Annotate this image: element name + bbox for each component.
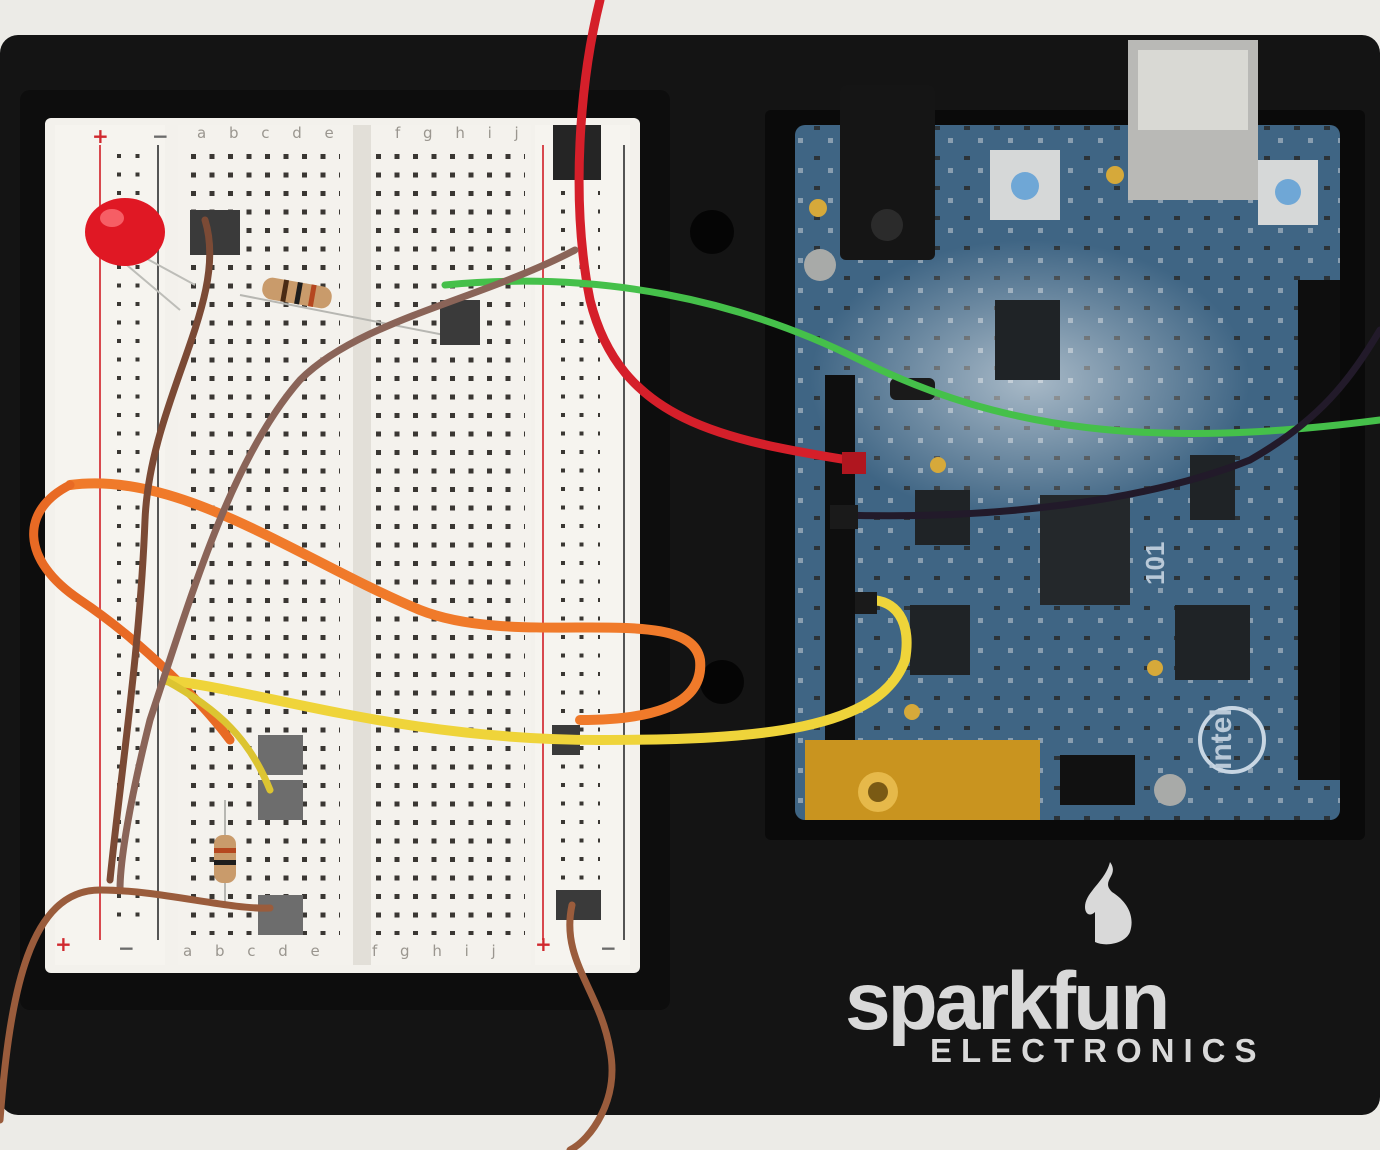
column-letters-top-right: f g h i j — [395, 124, 528, 142]
green-wire — [441, 277, 1380, 437]
brown-wire-4 — [566, 901, 616, 1150]
brown-wire-3 — [0, 886, 274, 1124]
rail-plus-bottom-right: + — [535, 932, 552, 956]
jumper-header — [440, 300, 480, 345]
brown-wire-2 — [116, 246, 579, 894]
rail-minus-bottom-left: − — [118, 936, 135, 960]
resistor-2 — [214, 800, 236, 905]
black-wire — [836, 326, 1380, 520]
rail-plus-top-left: + — [92, 124, 109, 148]
rail-minus-bottom-right: − — [600, 936, 617, 960]
board-model-text: 101 — [1140, 541, 1170, 585]
jumper-header — [190, 210, 240, 255]
brown-wire-1 — [106, 216, 214, 884]
jumper-header — [258, 735, 303, 775]
intel-logo-text: intel — [1205, 708, 1238, 770]
intel-101-board — [765, 40, 1365, 840]
column-letters-bottom-left: a b c d e — [183, 942, 329, 960]
column-letters-bottom-right: f g h i j — [372, 942, 505, 960]
jumper-header — [556, 890, 601, 920]
column-letters-top-left: a b c d e — [197, 124, 343, 142]
resistor-1 — [239, 277, 471, 341]
sparkfun-brand-tagline: ELECTRONICS — [930, 1032, 1266, 1069]
red-led — [85, 198, 196, 311]
yellow-wire — [160, 595, 912, 746]
red-wire — [574, 0, 865, 467]
jumper-header — [258, 895, 303, 935]
rail-minus-top-left: − — [152, 124, 169, 148]
sparkfun-flame-icon — [1085, 862, 1132, 945]
sparkfun-brand-name: sparkfun — [845, 956, 1170, 1047]
rail-plus-bottom-left: + — [55, 932, 72, 956]
